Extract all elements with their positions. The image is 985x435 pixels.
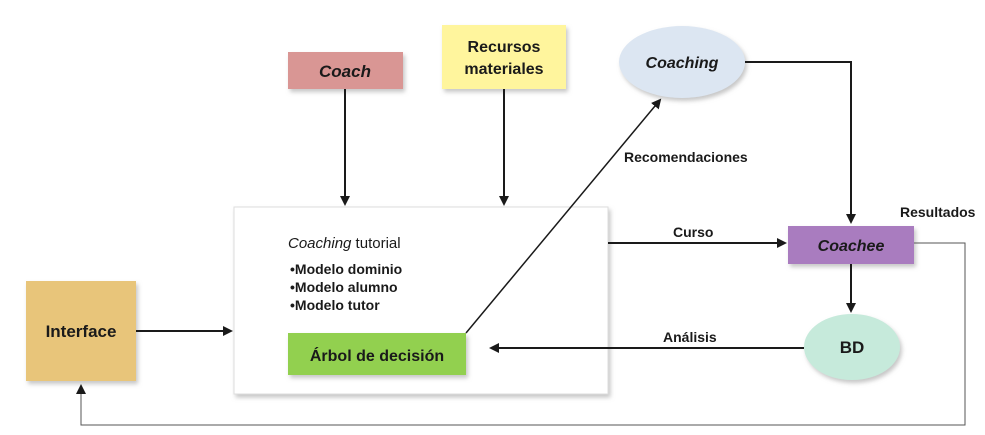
arrow-coaching-to-coachee	[745, 61, 856, 224]
tutorial-title: Coaching tutorial	[288, 235, 401, 252]
coach-node	[288, 52, 403, 89]
recursos-label-line2: materiales	[464, 61, 543, 78]
edge-label-resultados: Resultados	[900, 204, 976, 220]
interface-label: Interface	[46, 322, 117, 341]
coach-label: Coach	[319, 62, 371, 81]
edge-label-curso: Curso	[673, 224, 713, 240]
bd-label: BD	[840, 338, 865, 357]
tutorial-item-tutor: •Modelo tutor	[290, 297, 380, 313]
tutorial-title-italic: Coaching	[288, 235, 352, 252]
recursos-materiales-node	[442, 25, 566, 89]
edge-label-recomendaciones: Recomendaciones	[624, 149, 748, 165]
recursos-label-line1: Recursos	[468, 39, 541, 56]
coachee-label: Coachee	[818, 238, 885, 255]
coachee-node	[788, 226, 914, 264]
coaching-node	[619, 26, 745, 98]
tutorial-title-rest: tutorial	[351, 235, 400, 252]
arbol-decision-node	[288, 333, 466, 375]
interface-node	[26, 281, 136, 381]
coaching-label: Coaching	[646, 55, 719, 72]
arrow-coachee-results-to-interface	[76, 242, 966, 426]
tutorial-item-alumno: •Modelo alumno	[290, 279, 398, 295]
arrow-arbol-to-coaching	[465, 98, 662, 334]
bd-node	[804, 314, 900, 380]
arbol-decision-label: Árbol de decisión	[310, 346, 444, 365]
edge-label-analisis: Análisis	[663, 329, 717, 345]
tutorial-item-dominio: •Modelo dominio	[290, 261, 402, 277]
